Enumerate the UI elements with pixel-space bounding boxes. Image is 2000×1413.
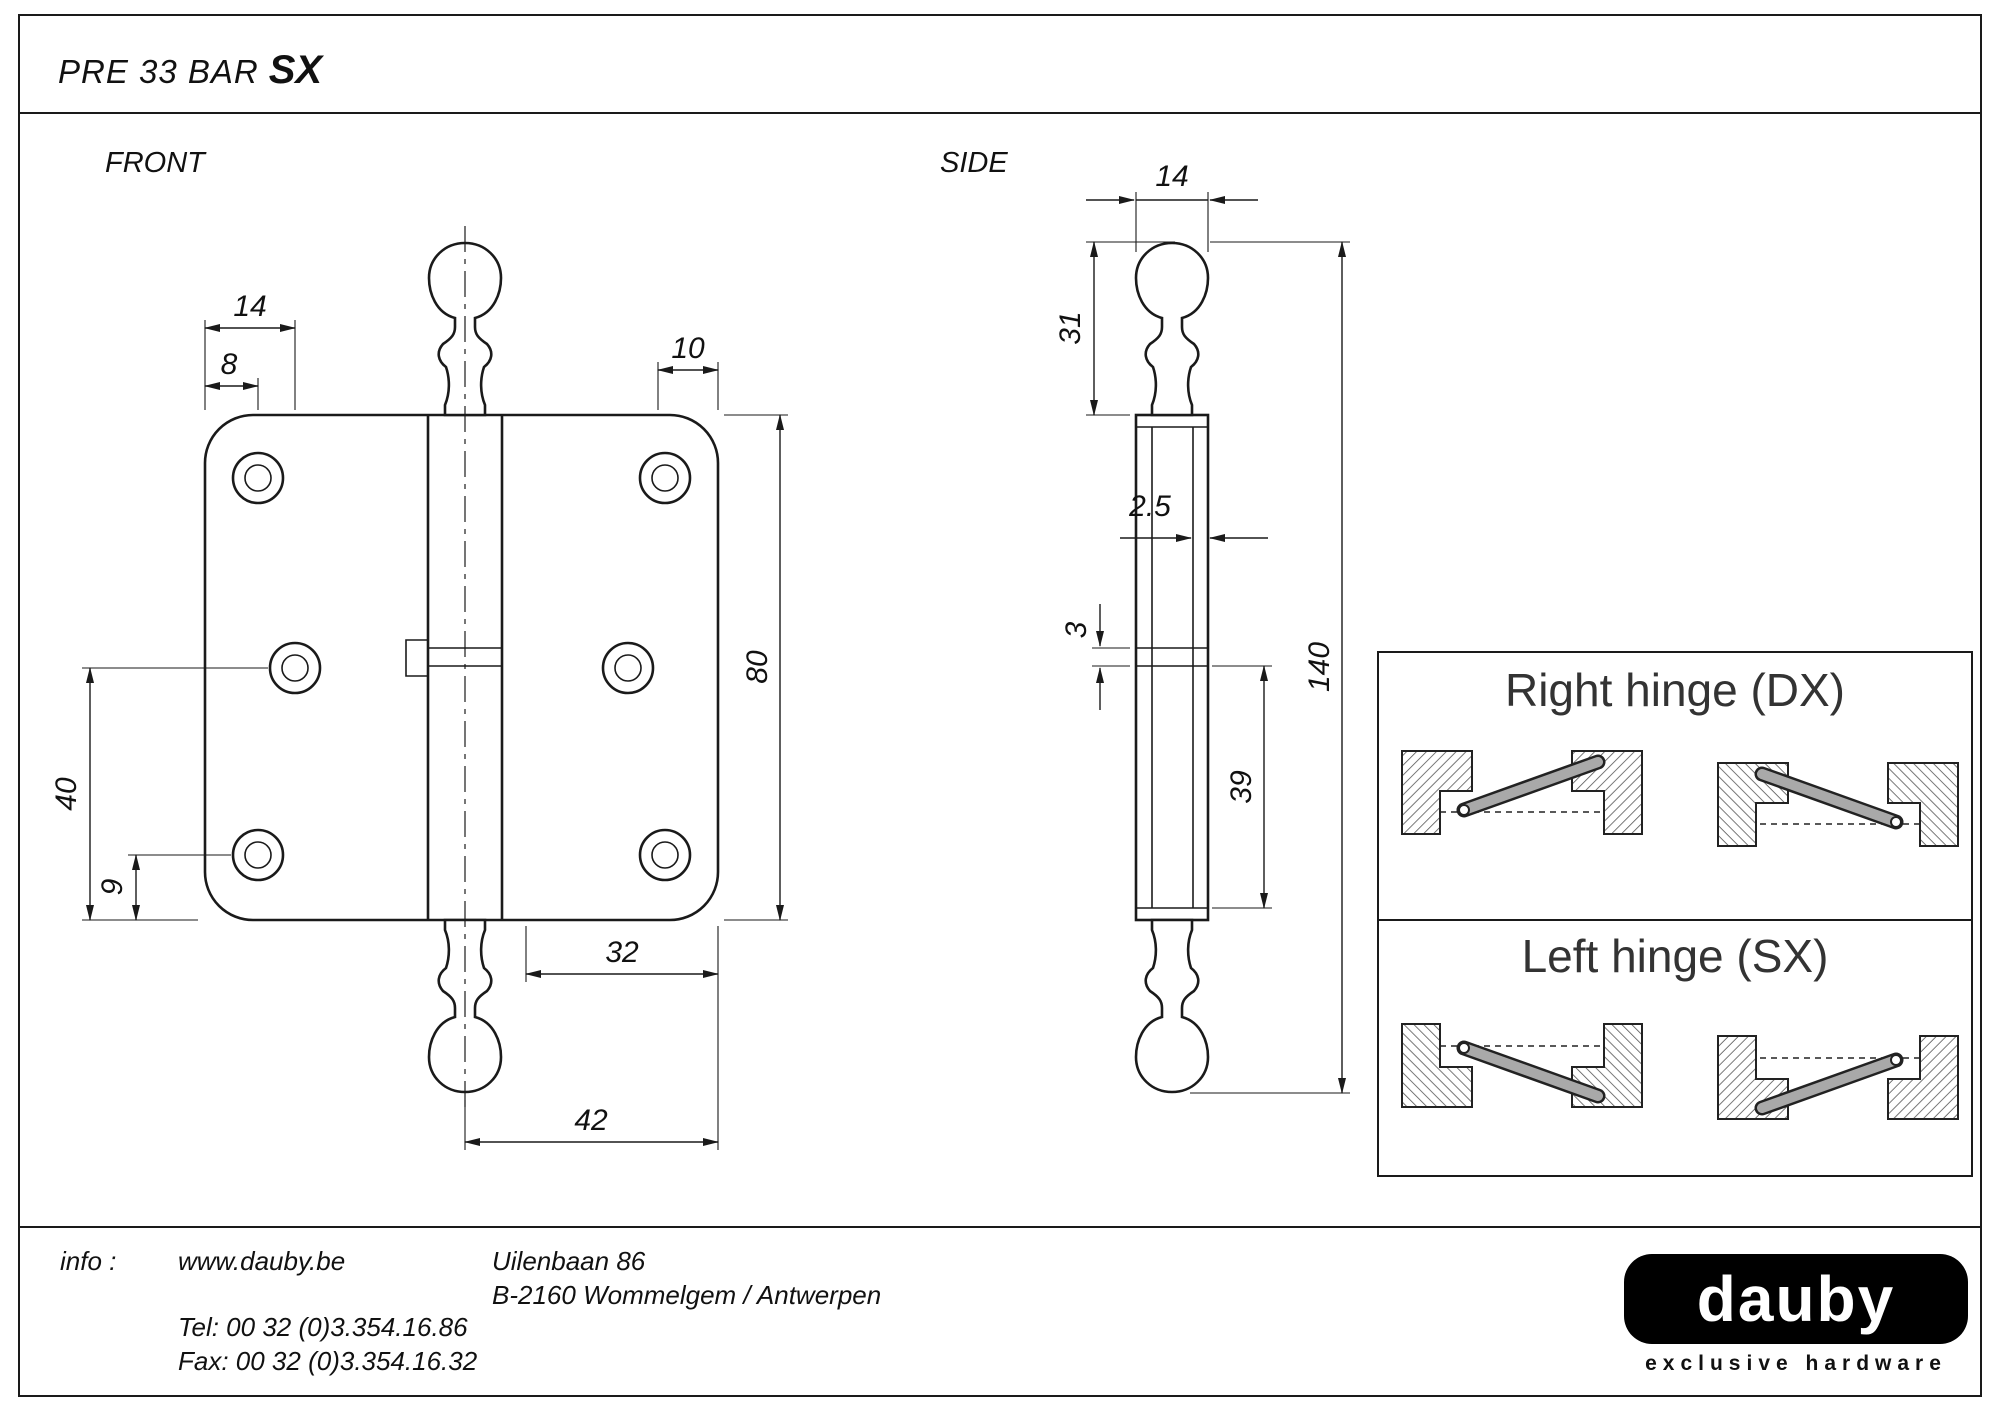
side-dim-3: 3: [1060, 604, 1130, 710]
side-finial-top: [1134, 241, 1210, 417]
sheet-border: [18, 14, 1982, 1397]
title-main: PRE 33 BAR: [58, 53, 259, 90]
front-screw-holes: [231, 451, 692, 882]
dauby-logo: dauby: [1624, 1254, 1968, 1344]
svg-text:10: 10: [671, 332, 705, 365]
title-suffix: SX: [268, 48, 323, 92]
right-hinge-label: Right hinge (DX): [1505, 664, 1845, 716]
fax-number: Fax: 00 32 (0)3.354.16.32: [178, 1346, 478, 1376]
info-label: info :: [60, 1246, 117, 1276]
title-divider: [18, 112, 1982, 114]
address-street: Uilenbaan 86: [492, 1246, 646, 1276]
orientation-panel-box: [1377, 651, 1973, 1177]
side-view: SIDE 14: [940, 147, 1350, 1094]
front-dim-10: 10: [657, 332, 719, 410]
website-link[interactable]: www.dauby.be: [178, 1246, 346, 1276]
side-dim-2-5: 2.5: [1120, 490, 1268, 542]
front-dim-14: 14: [204, 290, 296, 410]
svg-text:42: 42: [574, 1104, 608, 1137]
front-dim-42: 42: [464, 926, 719, 1150]
orientation-panel: Right hinge (DX) Left hinge (SX): [1377, 651, 1973, 1177]
dauby-logo-text: dauby: [1696, 1263, 1896, 1335]
front-dim-32: 32: [525, 926, 719, 982]
front-view-label: FRONT: [105, 147, 207, 179]
side-dim-31: 31: [1054, 241, 1175, 416]
side-dim-39: 39: [1212, 665, 1272, 909]
svg-text:140: 140: [1303, 642, 1336, 692]
svg-text:39: 39: [1225, 770, 1258, 804]
front-dim-8: 8: [204, 348, 259, 410]
phone-number: Tel: 00 32 (0)3.354.16.86: [178, 1312, 468, 1342]
side-dim-140: 140: [1190, 241, 1350, 1094]
front-dim-9: 9: [96, 854, 231, 921]
side-view-label: SIDE: [940, 147, 1008, 179]
front-view: FRONT: [50, 147, 788, 1150]
svg-text:3: 3: [1060, 621, 1093, 638]
svg-text:31: 31: [1054, 311, 1087, 344]
address-city: B-2160 Wommelgem / Antwerpen: [492, 1280, 882, 1310]
side-barrel-detail: [1136, 426, 1208, 909]
svg-text:80: 80: [741, 650, 774, 684]
svg-text:2.5: 2.5: [1128, 490, 1171, 523]
svg-text:40: 40: [50, 777, 83, 811]
left-hinge-label: Left hinge (SX): [1522, 930, 1829, 982]
front-dim-80: 80: [724, 414, 788, 921]
front-dim-40: 40: [50, 667, 268, 921]
side-finial-bottom: [1134, 918, 1210, 1094]
dauby-logo-tagline: exclusive hardware: [1645, 1352, 1947, 1375]
svg-text:32: 32: [605, 936, 639, 969]
footer-divider: [18, 1226, 1982, 1228]
svg-text:14: 14: [1155, 160, 1188, 193]
svg-text:9: 9: [96, 878, 129, 895]
side-dim-14: 14: [1086, 160, 1258, 252]
svg-text:14: 14: [233, 290, 266, 323]
svg-text:8: 8: [221, 348, 238, 381]
